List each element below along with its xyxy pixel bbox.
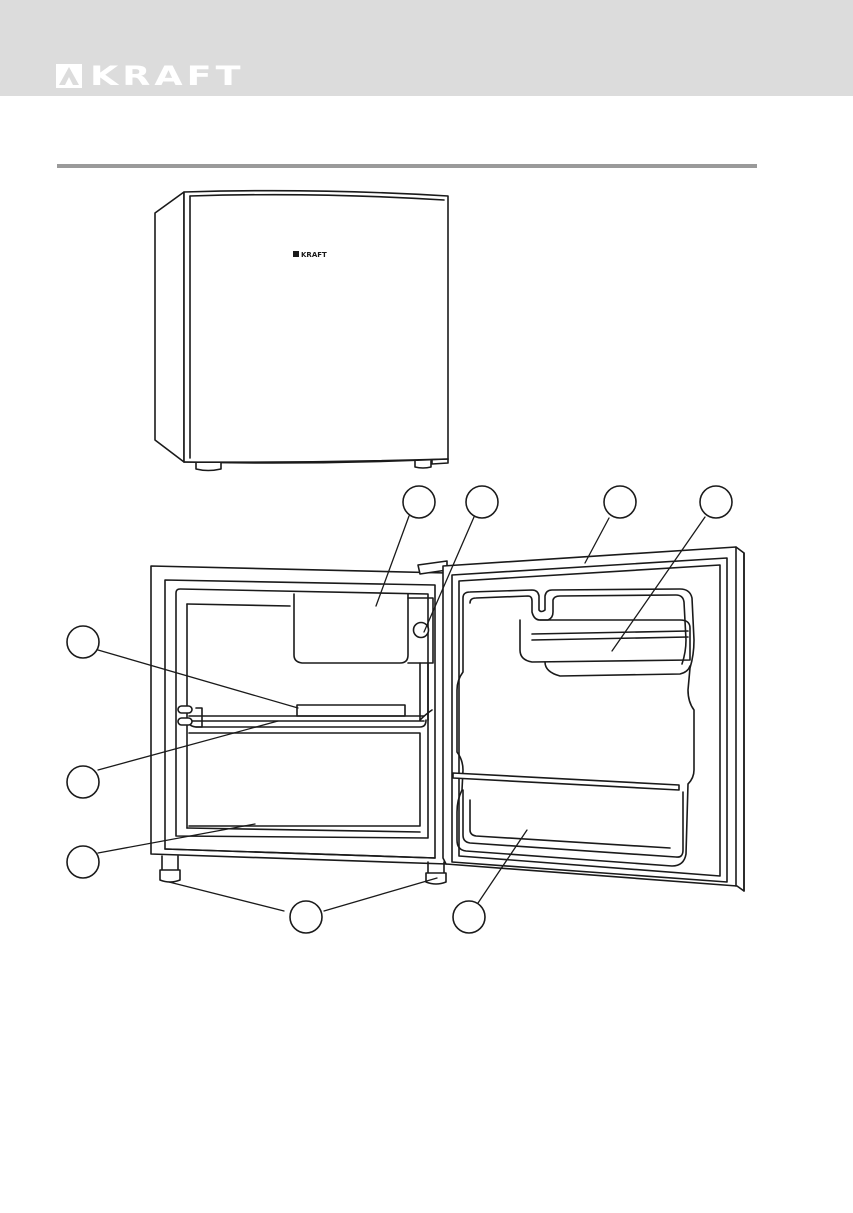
callout-8 (290, 901, 322, 933)
callout-6 (67, 766, 99, 798)
callout-7 (67, 846, 99, 878)
door-logo-text: KRAFT (301, 251, 327, 259)
door-logo (293, 251, 299, 257)
open-fridge (151, 547, 744, 891)
callout-9 (453, 901, 485, 933)
closed-fridge (155, 191, 448, 471)
callout-2 (466, 486, 498, 518)
callout-3 (604, 486, 636, 518)
callout-4 (700, 486, 732, 518)
callout-5 (67, 626, 99, 658)
callout-1 (403, 486, 435, 518)
